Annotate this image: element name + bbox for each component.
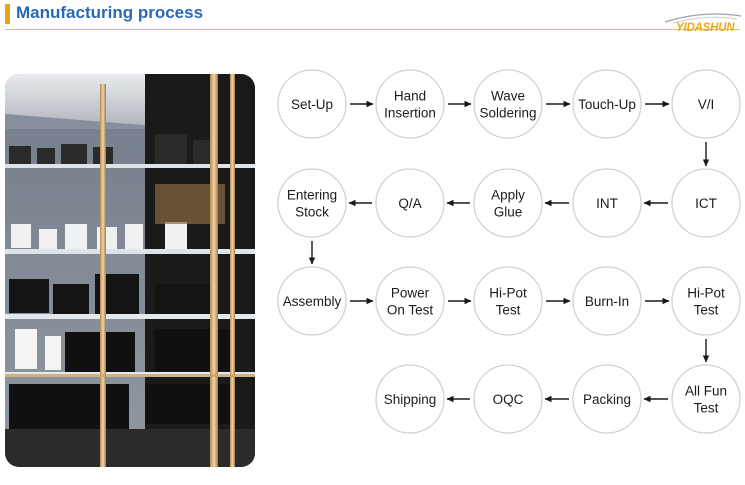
process-step-setup: Set-Up — [277, 69, 347, 139]
step-label: Hi-Pot — [489, 286, 527, 301]
header-divider — [5, 29, 740, 30]
step-circle — [375, 69, 445, 139]
step-label: Hand — [394, 89, 426, 104]
step-label: Power — [391, 286, 430, 301]
process-step-packing: Packing — [572, 364, 642, 434]
step-label: Assembly — [283, 294, 342, 309]
step-label: Entering — [287, 188, 337, 203]
process-step-burn-in: Burn-In — [572, 266, 642, 336]
step-label: Test — [496, 303, 521, 318]
step-label: V/I — [698, 97, 715, 112]
step-circle — [671, 266, 741, 336]
process-step-power-on-test: Power On Test — [375, 266, 445, 336]
step-label: Insertion — [384, 106, 436, 121]
process-step-vi: V/I — [671, 69, 741, 139]
process-step-oqc: OQC — [473, 364, 543, 434]
step-label: OQC — [493, 392, 524, 407]
process-step-shipping: Shipping — [375, 364, 445, 434]
step-circle — [572, 69, 642, 139]
step-circle — [277, 168, 347, 238]
step-circle — [671, 168, 741, 238]
process-step-qa: Q/A — [375, 168, 445, 238]
step-label: Set-Up — [291, 97, 333, 112]
step-label: Shipping — [384, 392, 437, 407]
step-circle — [671, 364, 741, 434]
step-label: Hi-Pot — [687, 286, 725, 301]
step-circle — [473, 168, 543, 238]
step-circle — [473, 364, 543, 434]
brand-swoosh-icon — [664, 13, 742, 24]
process-step-int: INT — [572, 168, 642, 238]
step-label: Glue — [494, 205, 523, 220]
step-label: Touch-Up — [578, 97, 636, 112]
step-circle — [572, 266, 642, 336]
step-label: Q/A — [398, 196, 421, 211]
step-circle — [671, 69, 741, 139]
step-label: Test — [694, 303, 719, 318]
step-label: Test — [694, 401, 719, 416]
step-label: INT — [596, 196, 618, 211]
step-label: ICT — [695, 196, 717, 211]
step-label: Wave — [491, 89, 525, 104]
step-circle — [572, 168, 642, 238]
step-label: Apply — [491, 188, 525, 203]
step-circle — [473, 69, 543, 139]
step-label: On Test — [387, 303, 434, 318]
page-title: Manufacturing process — [16, 3, 204, 22]
header-accent-bar — [5, 4, 10, 24]
brand-logo: YIDASHUN — [676, 22, 735, 34]
step-label: Soldering — [479, 106, 536, 121]
factory-showroom-photo — [5, 74, 255, 467]
step-label: Stock — [295, 205, 329, 220]
step-circle — [375, 364, 445, 434]
step-label: Packing — [583, 392, 631, 407]
process-step-ict: ICT — [671, 168, 741, 238]
process-step-touch-up: Touch-Up — [572, 69, 642, 139]
step-circle — [473, 266, 543, 336]
process-step-assembly: Assembly — [277, 266, 347, 336]
header: Manufacturing process YIDASHUN — [0, 0, 745, 34]
step-circle — [375, 266, 445, 336]
step-circle — [277, 266, 347, 336]
step-circle — [572, 364, 642, 434]
step-circle — [277, 69, 347, 139]
step-label: All Fun — [685, 384, 727, 399]
step-circle — [375, 168, 445, 238]
step-label: Burn-In — [585, 294, 629, 309]
